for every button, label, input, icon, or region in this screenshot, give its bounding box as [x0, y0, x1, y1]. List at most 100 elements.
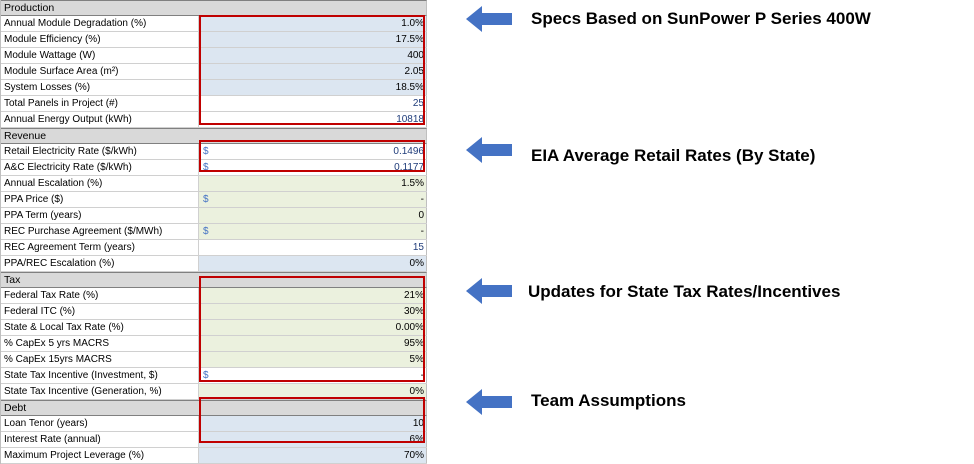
table-row: System Losses (%) 18.5% [1, 80, 427, 96]
row-value: 0.00% [395, 322, 424, 333]
row-label: State Tax Incentive (Generation, %) [1, 384, 199, 399]
row-value: 30% [403, 306, 424, 317]
row-value-cell[interactable]: 5% [199, 352, 427, 367]
row-value: 1.5% [401, 178, 424, 189]
row-value: 6% [409, 434, 424, 445]
row-value: 1.0% [401, 18, 424, 29]
row-value: - [420, 226, 424, 237]
row-value-cell[interactable]: $0.1177 [199, 160, 427, 175]
row-label: Loan Tenor (years) [1, 416, 199, 431]
table-row: A&C Electricity Rate ($/kWh) $0.1177 [1, 160, 427, 176]
row-label: State & Local Tax Rate (%) [1, 320, 199, 335]
row-label: Module Surface Area (m²) [1, 64, 199, 79]
row-value: 17.5% [395, 34, 424, 45]
table-row: State Tax Incentive (Investment, $) $- [1, 368, 427, 384]
table-row: Module Efficiency (%) 17.5% [1, 32, 427, 48]
table-row: State Tax Incentive (Generation, %) 0% [1, 384, 427, 400]
row-value: 5% [409, 354, 424, 365]
row-label: Annual Energy Output (kWh) [1, 112, 199, 127]
section-header-debt: Debt [1, 400, 427, 416]
row-value-cell[interactable]: 21% [199, 288, 427, 303]
row-label: PPA Term (years) [1, 208, 199, 223]
left-arrow-icon [466, 6, 512, 32]
table-row: Annual Escalation (%) 1.5% [1, 176, 427, 192]
row-label: Federal ITC (%) [1, 304, 199, 319]
row-label: Retail Electricity Rate ($/kWh) [1, 144, 199, 159]
row-value-cell[interactable]: 18.5% [199, 80, 427, 95]
row-value-cell[interactable]: 400 [199, 48, 427, 63]
table-row: Loan Tenor (years) 10 [1, 416, 427, 432]
debt-section: Debt Loan Tenor (years) 10 Interest Rate… [1, 400, 427, 464]
table-row: PPA/REC Escalation (%) 0% [1, 256, 427, 272]
left-arrow-icon [466, 137, 512, 163]
revenue-section: Revenue Retail Electricity Rate ($/kWh) … [1, 128, 427, 272]
row-value-cell[interactable]: 0 [199, 208, 427, 223]
row-label: PPA/REC Escalation (%) [1, 256, 199, 271]
note-tax: Updates for State Tax Rates/Incentives [528, 282, 841, 301]
row-value: 21% [403, 290, 424, 301]
left-arrow-icon [466, 278, 512, 304]
row-value-cell[interactable]: $- [199, 368, 427, 383]
row-label: Module Wattage (W) [1, 48, 199, 63]
row-value: - [420, 370, 424, 381]
table-row: % CapEx 15yrs MACRS 5% [1, 352, 427, 368]
row-label: REC Purchase Agreement ($/MWh) [1, 224, 199, 239]
row-value: 95% [403, 338, 424, 349]
row-value-cell[interactable]: 25 [199, 96, 427, 111]
row-value: 0.1177 [394, 162, 424, 173]
row-value-cell[interactable]: 10818 [199, 112, 427, 127]
row-value: - [420, 194, 424, 205]
currency-symbol: $ [203, 226, 209, 237]
row-value: 25 [412, 98, 424, 109]
row-value-cell[interactable]: 0% [199, 256, 427, 271]
table-row: Interest Rate (annual) 6% [1, 432, 427, 448]
row-label: Total Panels in Project (#) [1, 96, 199, 111]
row-value-cell[interactable]: $- [199, 192, 427, 207]
table-row: Annual Module Degradation (%) 1.0% [1, 16, 427, 32]
row-value-cell[interactable]: 10 [199, 416, 427, 431]
row-label: System Losses (%) [1, 80, 199, 95]
row-value: 18.5% [395, 82, 424, 93]
row-label: % CapEx 5 yrs MACRS [1, 336, 199, 351]
row-value-cell[interactable]: 0.00% [199, 320, 427, 335]
row-value-cell[interactable]: 2.05 [199, 64, 427, 79]
row-value-cell[interactable]: 6% [199, 432, 427, 447]
left-arrow-icon [466, 389, 512, 415]
row-value: 15 [412, 242, 424, 253]
row-label: PPA Price ($) [1, 192, 199, 207]
currency-symbol: $ [203, 194, 209, 205]
section-header-production: Production [1, 0, 427, 16]
row-value-cell[interactable]: 70% [199, 448, 427, 463]
table-row: Module Surface Area (m²) 2.05 [1, 64, 427, 80]
section-header-revenue: Revenue [1, 128, 427, 144]
row-value-cell[interactable]: 15 [199, 240, 427, 255]
row-value-cell[interactable]: 95% [199, 336, 427, 351]
row-value: 10 [412, 418, 424, 429]
row-value: 2.05 [404, 66, 424, 77]
table-row: REC Purchase Agreement ($/MWh) $- [1, 224, 427, 240]
row-label: Annual Escalation (%) [1, 176, 199, 191]
table-row: Retail Electricity Rate ($/kWh) $0.1496 [1, 144, 427, 160]
row-value: 70% [403, 450, 424, 461]
row-value-cell[interactable]: 30% [199, 304, 427, 319]
row-value-cell[interactable]: 1.0% [199, 16, 427, 31]
currency-symbol: $ [203, 162, 209, 173]
row-label: A&C Electricity Rate ($/kWh) [1, 160, 199, 175]
currency-symbol: $ [203, 370, 209, 381]
row-label: Federal Tax Rate (%) [1, 288, 199, 303]
row-value-cell[interactable]: 17.5% [199, 32, 427, 47]
row-value: 400 [407, 50, 424, 61]
table-row: Module Wattage (W) 400 [1, 48, 427, 64]
production-section: Production Annual Module Degradation (%)… [1, 0, 427, 128]
row-label: Maximum Project Leverage (%) [1, 448, 199, 463]
table-row: PPA Price ($) $- [1, 192, 427, 208]
row-value-cell[interactable]: 0% [199, 384, 427, 399]
row-value-cell[interactable]: $- [199, 224, 427, 239]
assumptions-sheet: Production Annual Module Degradation (%)… [0, 0, 427, 464]
row-value-cell[interactable]: 1.5% [199, 176, 427, 191]
row-value-cell[interactable]: $0.1496 [199, 144, 427, 159]
tax-section: Tax Federal Tax Rate (%) 21% Federal ITC… [1, 272, 427, 400]
table-row: Federal ITC (%) 30% [1, 304, 427, 320]
note-revenue: EIA Average Retail Rates (By State) [531, 146, 816, 165]
row-value: 0.1496 [393, 146, 424, 157]
